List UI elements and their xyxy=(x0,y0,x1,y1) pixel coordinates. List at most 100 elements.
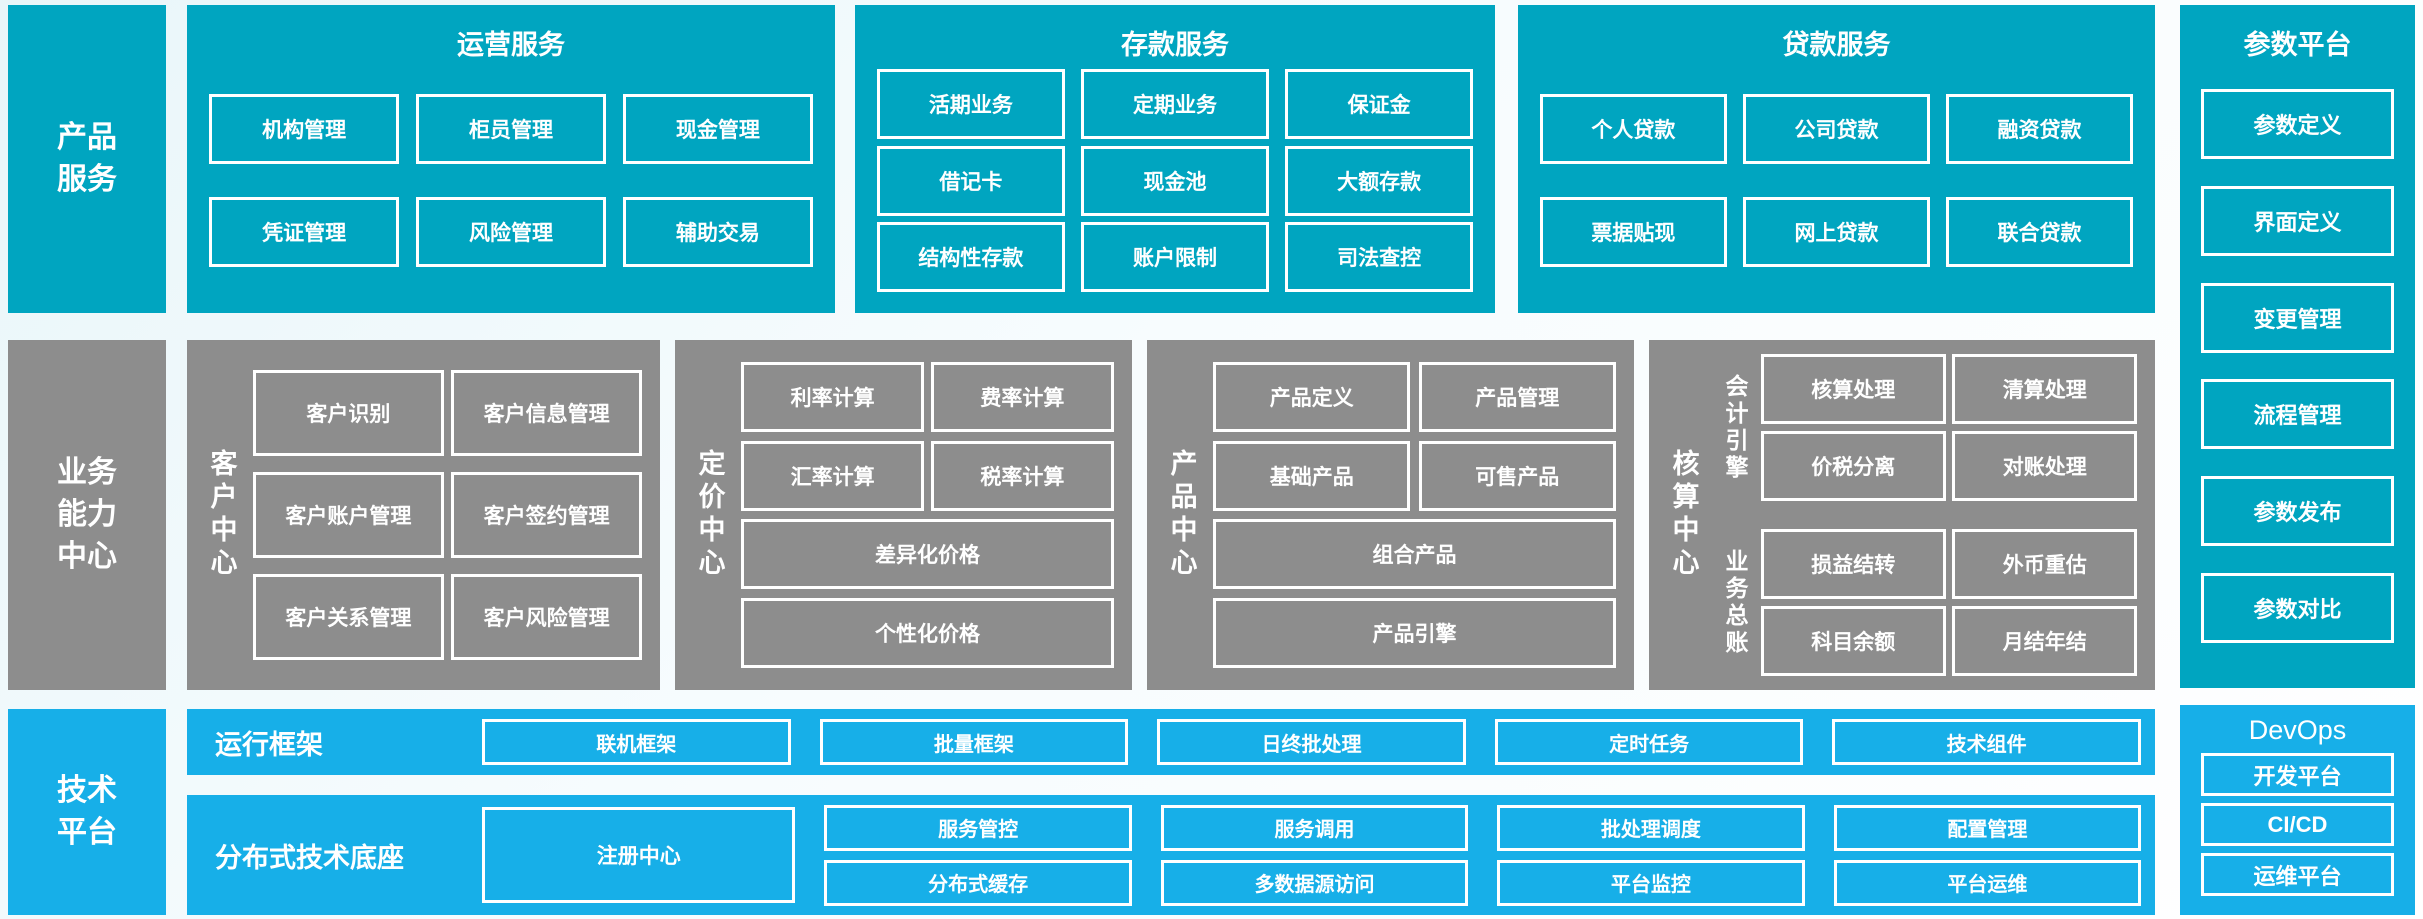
section-product-center: 产品中心 产品定义 产品管理 基础产品 可售产品 组合产品 产品引擎 xyxy=(1147,340,1634,690)
module-box: 日终批处理 xyxy=(1157,719,1466,765)
module-box: 服务管控 xyxy=(824,804,1132,851)
module-box: 结构性存款 xyxy=(877,222,1065,293)
section-title: 参数平台 xyxy=(2243,30,2352,60)
module-box: 定期业务 xyxy=(1081,68,1269,139)
module-box: 差异化价格 xyxy=(741,519,1114,590)
section-accounting-center: 核算中心 会计引擎 核算处理 清算处理 价税分离 对账处理 业务总账 xyxy=(1649,340,2155,690)
module-box: 个性化价格 xyxy=(741,597,1114,668)
business-ledger-group: 业务总账 损益结转 外币重估 科目余额 月结年结 xyxy=(1715,529,2137,676)
rail-product-services: 产品 服务 xyxy=(8,5,166,313)
section-customer-center: 客户中心 客户识别 客户信息管理 客户账户管理 客户签约管理 客户关系管理 客户… xyxy=(187,340,660,690)
box-row: 科目余额 月结年结 xyxy=(1761,606,2137,676)
module-box: 辅助交易 xyxy=(622,196,813,267)
module-box: 大额存款 xyxy=(1285,145,1473,216)
accounting-engine-group: 会计引擎 核算处理 清算处理 价税分离 对账处理 xyxy=(1715,354,2137,501)
module-box: 机构管理 xyxy=(209,94,400,165)
module-box: 流程管理 xyxy=(2201,379,2394,450)
module-box: 批量框架 xyxy=(819,719,1129,765)
section-vertical-label: 定价中心 xyxy=(694,449,725,581)
module-box: 外币重估 xyxy=(1952,529,2137,599)
module-box: 产品引擎 xyxy=(1213,597,1616,668)
section-title: 贷款服务 xyxy=(1782,30,1891,60)
section-runtime-framework: 运行框架 联机框架 批量框架 日终批处理 定时任务 技术组件 xyxy=(187,709,2155,775)
module-box: 定时任务 xyxy=(1494,719,1804,765)
module-box: 分布式缓存 xyxy=(824,859,1132,906)
module-box: 产品管理 xyxy=(1418,362,1616,433)
section-rows: 活期业务 定期业务 保证金 借记卡 现金池 大额存款 结构性存款 账户限制 司法… xyxy=(877,62,1473,299)
box-row: 利率计算 费率计算 xyxy=(741,362,1114,433)
module-box: 技术组件 xyxy=(1832,719,2141,765)
module-box: 柜员管理 xyxy=(415,94,607,165)
module-box: 司法查控 xyxy=(1285,222,1473,293)
module-box: 注册中心 xyxy=(482,807,796,903)
section-devops: DevOps 开发平台 CI/CD 运维平台 xyxy=(2180,705,2415,915)
box-row: 汇率计算 税率计算 xyxy=(741,440,1114,511)
box-row: 产品引擎 xyxy=(1213,597,1616,668)
module-box: 客户签约管理 xyxy=(451,472,642,558)
box-row: 差异化价格 xyxy=(741,519,1114,590)
module-box: 风险管理 xyxy=(415,196,607,267)
section-loan-services: 贷款服务 个人贷款 公司贷款 融资贷款 票据贴现 网上贷款 联合贷款 xyxy=(1518,5,2155,313)
module-box: 对账处理 xyxy=(1952,431,2137,501)
module-box: 参数发布 xyxy=(2201,476,2394,547)
section-rows: 参数定义 界面定义 变更管理 流程管理 参数发布 参数对比 xyxy=(2201,62,2394,670)
module-box: 活期业务 xyxy=(877,68,1065,139)
module-box: 客户识别 xyxy=(253,370,444,456)
section-title: 运营服务 xyxy=(457,30,565,60)
box-column: 批处理调度 平台监控 xyxy=(1497,804,1805,906)
module-box: 税率计算 xyxy=(930,440,1114,511)
module-box: 平台运维 xyxy=(1833,859,2142,906)
box-row: 凭证管理 风险管理 辅助交易 xyxy=(209,196,813,267)
section-title: 存款服务 xyxy=(1121,30,1229,60)
rail-business-capability-center: 业务 能力 中心 xyxy=(8,340,166,690)
module-box: 个人贷款 xyxy=(1540,94,1727,165)
box-row: 产品定义 产品管理 xyxy=(1213,362,1616,433)
module-box: 价税分离 xyxy=(1761,431,1946,501)
module-box: 科目余额 xyxy=(1761,606,1946,676)
box-column: 配置管理 平台运维 xyxy=(1833,804,2142,906)
section-rows: 开发平台 CI/CD 运维平台 xyxy=(2201,746,2394,903)
box-row: 价税分离 对账处理 xyxy=(1761,431,2137,501)
section-rows: 机构管理 柜员管理 现金管理 凭证管理 风险管理 辅助交易 xyxy=(209,62,813,299)
module-box: 变更管理 xyxy=(2201,282,2394,353)
module-box: 产品定义 xyxy=(1213,362,1411,433)
module-box: 运维平台 xyxy=(2201,853,2394,896)
box-row: 损益结转 外币重估 xyxy=(1761,529,2137,599)
module-box: 月结年结 xyxy=(1952,606,2137,676)
module-box: 保证金 xyxy=(1285,68,1473,139)
box-row: 票据贴现 网上贷款 联合贷款 xyxy=(1540,196,2133,267)
module-box: 客户关系管理 xyxy=(253,574,444,660)
module-box: 网上贷款 xyxy=(1743,196,1930,267)
box-row: 借记卡 现金池 大额存款 xyxy=(877,145,1473,216)
section-vertical-label: 产品中心 xyxy=(1166,449,1197,581)
module-box: 服务调用 xyxy=(1160,804,1469,851)
module-box: 配置管理 xyxy=(1833,804,2142,851)
section-rows: 个人贷款 公司贷款 融资贷款 票据贴现 网上贷款 联合贷款 xyxy=(1540,62,2133,299)
module-box: CI/CD xyxy=(2201,803,2394,846)
section-operations-services: 运营服务 机构管理 柜员管理 现金管理 凭证管理 风险管理 辅助交易 xyxy=(187,5,835,313)
module-box: 核算处理 xyxy=(1761,354,1946,424)
module-box: 联合贷款 xyxy=(1946,196,2133,267)
box-row: 核算处理 清算处理 xyxy=(1761,354,2137,424)
box-row: 个人贷款 公司贷款 融资贷款 xyxy=(1540,94,2133,165)
module-box: 清算处理 xyxy=(1952,354,2137,424)
subgroup-vertical-label: 业务总账 xyxy=(1722,548,1748,657)
section-parameter-platform: 参数平台 参数定义 界面定义 变更管理 流程管理 参数发布 参数对比 xyxy=(2180,5,2415,688)
section-rows: 客户识别 客户信息管理 客户账户管理 客户签约管理 客户关系管理 客户风险管理 xyxy=(253,354,642,676)
rail-tech-platform: 技术 平台 xyxy=(8,709,166,915)
module-box: 联机框架 xyxy=(482,719,791,765)
module-box: 利率计算 xyxy=(741,362,925,433)
subgroup-rows: 核算处理 清算处理 价税分离 对账处理 xyxy=(1761,354,2137,501)
row-label: 分布式技术底座 xyxy=(215,842,404,873)
module-box: 客户账户管理 xyxy=(253,472,444,558)
section-pricing-center: 定价中心 利率计算 费率计算 汇率计算 税率计算 差异化价格 个性化价格 xyxy=(675,340,1132,690)
module-box: 界面定义 xyxy=(2201,185,2394,256)
box-row: 客户账户管理 客户签约管理 xyxy=(253,472,642,558)
section-rows: 产品定义 产品管理 基础产品 可售产品 组合产品 产品引擎 xyxy=(1213,354,1616,676)
module-box: 凭证管理 xyxy=(209,196,400,267)
box-row: 客户关系管理 客户风险管理 xyxy=(253,574,642,660)
module-box: 损益结转 xyxy=(1761,529,1946,599)
module-box: 基础产品 xyxy=(1213,440,1411,511)
section-vertical-label: 核算中心 xyxy=(1668,449,1699,581)
